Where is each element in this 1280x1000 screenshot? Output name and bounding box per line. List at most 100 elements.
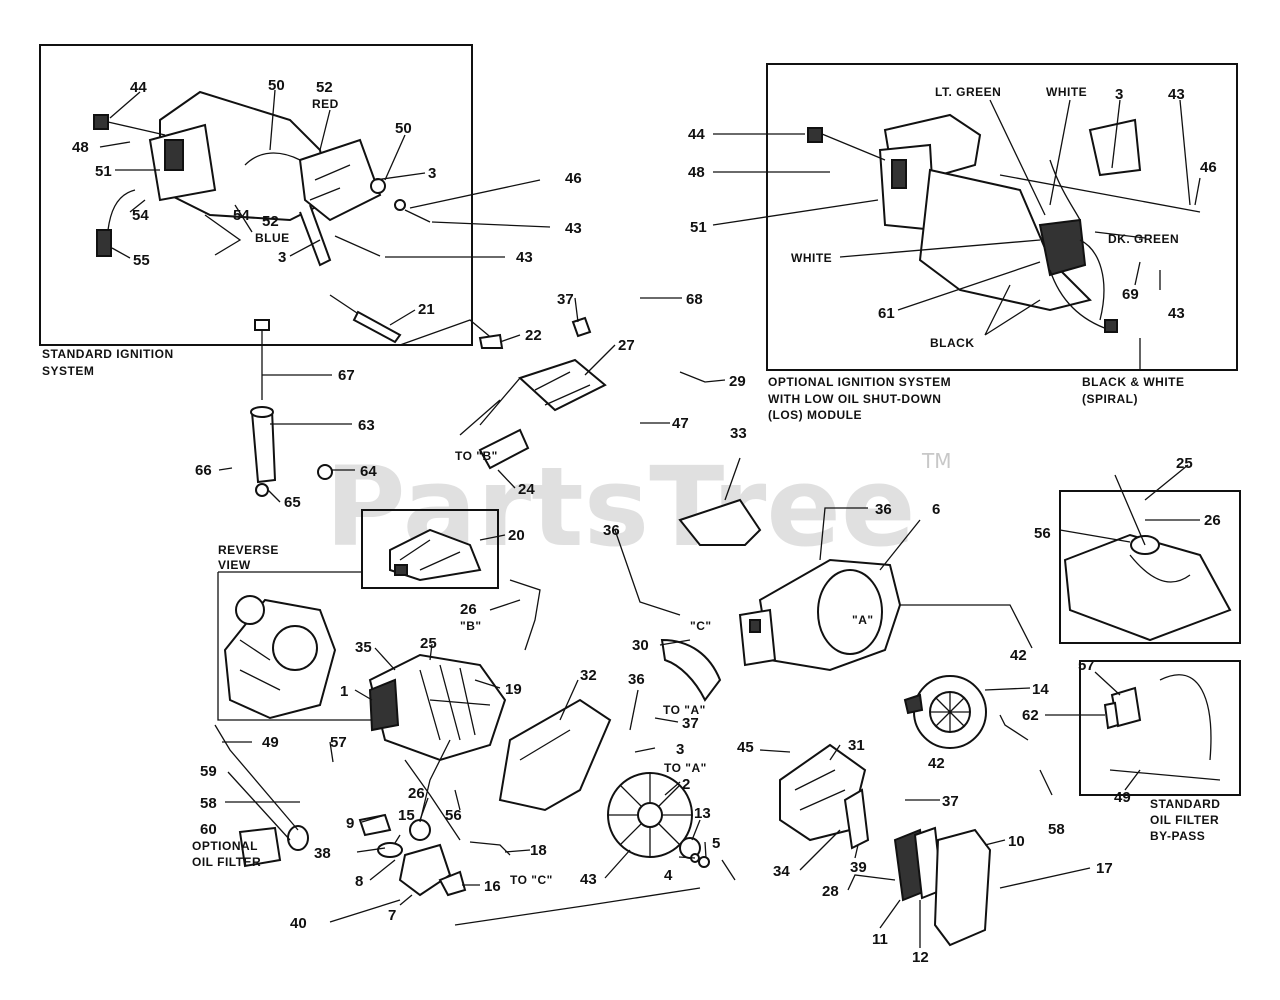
callout-56: 56: [445, 807, 462, 824]
main-leaders: [218, 297, 1200, 948]
callout-26: 26: [408, 785, 425, 802]
callout-43: 43: [565, 220, 582, 237]
standard-ignition-drawing: [93, 90, 431, 267]
callout-31: 31: [848, 737, 865, 754]
caption-black-white-2: (SPIRAL): [1082, 392, 1138, 406]
ref-label-c: "C": [690, 619, 712, 633]
wire-blue: BLUE: [255, 231, 290, 245]
oil-fill-detail-box: [1059, 490, 1241, 644]
caption-standard-ignition: STANDARD IGNITION: [42, 347, 174, 361]
callout-26: 26: [460, 601, 477, 618]
caption-standard-bypass-2: OIL FILTER: [1150, 813, 1219, 827]
callout-37: 37: [557, 291, 574, 308]
callout-69: 69: [1122, 286, 1139, 303]
callout-19: 19: [505, 681, 522, 698]
callout-61: 61: [878, 305, 895, 322]
callout-43: 43: [1168, 86, 1185, 103]
callout-42: 42: [928, 755, 945, 772]
callout-35: 35: [355, 639, 372, 656]
callout-43: 43: [580, 871, 597, 888]
ref-to-a-2: TO "A": [664, 761, 707, 775]
callout-46: 46: [565, 170, 582, 187]
callout-50: 50: [268, 77, 285, 94]
watermark-tm: TM: [921, 449, 951, 473]
callout-60: 60: [200, 821, 217, 838]
callout-3: 3: [428, 165, 436, 182]
caption-reverse-view-2: VIEW: [218, 558, 251, 572]
callout-37: 37: [682, 715, 699, 732]
callout-32: 32: [580, 667, 597, 684]
detail-20-box: [361, 509, 499, 589]
callout-29: 29: [729, 373, 746, 390]
callout-10: 10: [1008, 833, 1025, 850]
callout-7: 7: [388, 907, 396, 924]
callout-16: 16: [484, 878, 501, 895]
callout-33: 33: [730, 425, 747, 442]
caption-optional-ignition-3: (LOS) MODULE: [768, 408, 862, 422]
callout-51: 51: [690, 219, 707, 236]
callout-20: 20: [508, 527, 525, 544]
callout-9: 9: [346, 815, 354, 832]
callout-44: 44: [688, 126, 705, 143]
callout-49: 49: [1114, 789, 1131, 806]
callout-46: 46: [1200, 159, 1217, 176]
callout-66: 66: [195, 462, 212, 479]
callout-55: 55: [133, 252, 150, 269]
callout-52: 52: [316, 79, 333, 96]
caption-optional-oil-filter-2: OIL FILTER: [192, 855, 261, 869]
caption-standard-bypass: STANDARD: [1150, 797, 1220, 811]
callout-26: 26: [1204, 512, 1221, 529]
callout-59: 59: [200, 763, 217, 780]
callout-58: 58: [200, 795, 217, 812]
callout-62: 62: [1022, 707, 1039, 724]
oil-bypass-box: [1079, 660, 1241, 796]
wire-red: RED: [312, 97, 339, 111]
caption-standard-ignition-2: SYSTEM: [42, 364, 94, 378]
callout-54: 54: [233, 207, 250, 224]
callout-8: 8: [355, 873, 363, 890]
callout-12: 12: [912, 949, 929, 966]
caption-black-white: BLACK & WHITE: [1082, 375, 1185, 389]
callout-43: 43: [516, 249, 533, 266]
callout-40: 40: [290, 915, 307, 932]
ref-to-c: TO "C": [510, 873, 553, 887]
callout-48: 48: [688, 164, 705, 181]
caption-reverse-view: REVERSE: [218, 543, 279, 557]
callout-18: 18: [530, 842, 547, 859]
wire-white: WHITE: [1046, 85, 1087, 99]
wire-white-2: WHITE: [791, 251, 832, 265]
callout-3: 3: [676, 741, 684, 758]
callout-54: 54: [132, 207, 149, 224]
caption-optional-ignition: OPTIONAL IGNITION SYSTEM: [768, 375, 951, 389]
callout-51: 51: [95, 163, 112, 180]
engine-main-drawing: [214, 294, 1232, 947]
callout-2: 2: [682, 776, 690, 793]
callout-44: 44: [130, 79, 147, 96]
callout-67: 67: [338, 367, 355, 384]
callout-48: 48: [72, 139, 89, 156]
callout-36: 36: [628, 671, 645, 688]
callout-39: 39: [850, 859, 867, 876]
callout-42: 42: [1010, 647, 1027, 664]
callout-43: 43: [1168, 305, 1185, 322]
callout-56: 56: [1034, 525, 1051, 542]
callout-3: 3: [278, 249, 286, 266]
caption-optional-oil-filter: OPTIONAL: [192, 839, 258, 853]
wire-lt-green: LT. GREEN: [935, 85, 1001, 99]
callout-21: 21: [418, 301, 435, 318]
callout-36: 36: [875, 501, 892, 518]
callout-1: 1: [340, 683, 348, 700]
callout-64: 64: [360, 463, 377, 480]
callout-3: 3: [1115, 86, 1123, 103]
callout-63: 63: [358, 417, 375, 434]
callout-34: 34: [773, 863, 790, 880]
callout-52: 52: [262, 213, 279, 230]
callout-24: 24: [518, 481, 535, 498]
caption-standard-bypass-3: BY-PASS: [1150, 829, 1205, 843]
callout-65: 65: [284, 494, 301, 511]
callout-30: 30: [632, 637, 649, 654]
callout-5: 5: [712, 835, 720, 852]
callout-47: 47: [672, 415, 689, 432]
callout-4: 4: [664, 867, 673, 884]
